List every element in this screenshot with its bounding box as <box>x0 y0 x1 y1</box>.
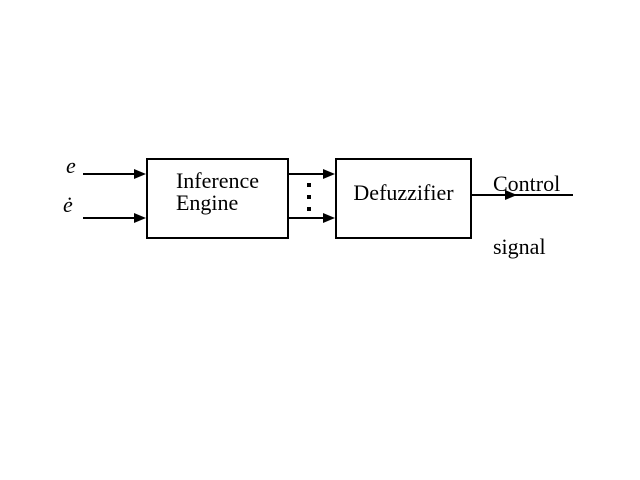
mid-arrow-bottom-line <box>289 217 325 219</box>
output-arrow-head-icon <box>505 190 517 200</box>
input-arrow-e-dot-head-icon <box>134 213 146 223</box>
output-signal-label-line2: signal <box>493 234 546 259</box>
input-label-e: e <box>66 153 76 178</box>
mid-arrow-bottom-head-icon <box>323 213 335 223</box>
ellipsis-dots <box>307 183 311 211</box>
defuzzifier-block: Defuzzifier <box>335 158 472 239</box>
output-arrow-line <box>472 194 573 196</box>
input-arrow-e-dot-line <box>83 217 135 219</box>
ellipsis-dot-icon <box>307 195 311 199</box>
output-signal-label: Control signal <box>493 131 560 299</box>
mid-arrow-top-head-icon <box>323 169 335 179</box>
input-arrow-e-head-icon <box>134 169 146 179</box>
input-arrow-e-line <box>83 173 135 175</box>
input-label-e-dot: ė <box>63 192 73 217</box>
ellipsis-dot-icon <box>307 207 311 211</box>
inference-engine-label-line2: Engine <box>175 189 239 215</box>
inference-engine-label: Inference Engine <box>175 167 260 215</box>
output-signal-label-line1: Control <box>493 171 561 196</box>
inference-engine-block: Inference Engine <box>146 158 289 239</box>
defuzzifier-label: Defuzzifier <box>353 179 454 205</box>
mid-arrow-top-line <box>289 173 325 175</box>
inference-engine-label-line1: Inference <box>175 167 260 193</box>
ellipsis-dot-icon <box>307 183 311 187</box>
